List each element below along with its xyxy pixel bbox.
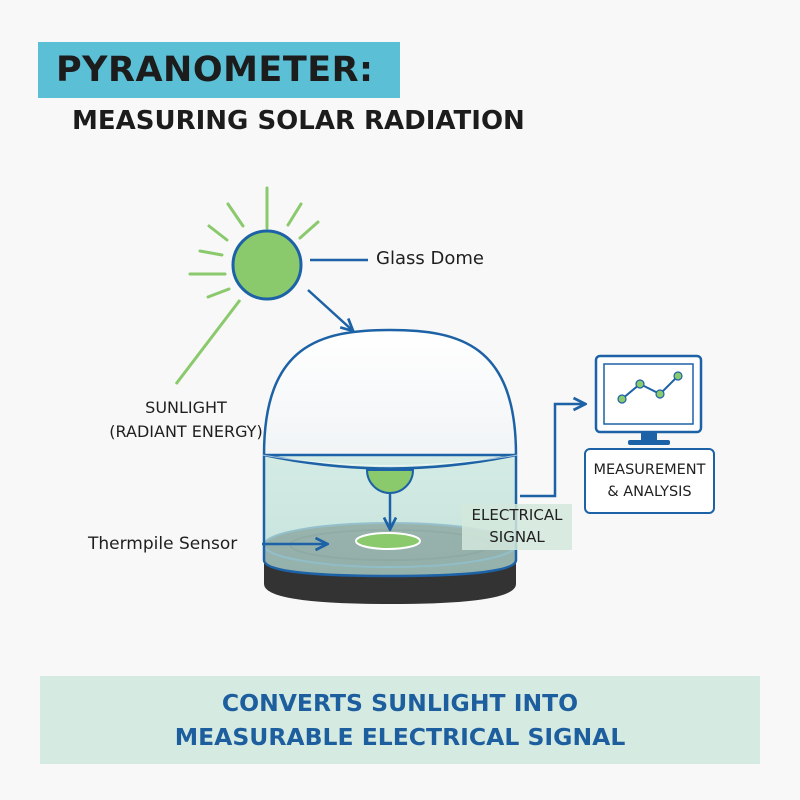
- summary-banner: CONVERTS SUNLIGHT INTO MEASURABLE ELECTR…: [40, 676, 760, 764]
- sun-icon: [231, 229, 303, 301]
- summary-line-2: MEASURABLE ELECTRICAL SIGNAL: [174, 723, 626, 751]
- measurement-line-2: & ANALYSIS: [607, 484, 692, 500]
- measurement-line-1: MEASUREMENT: [593, 462, 706, 478]
- page-title: PYRANOMETER:: [56, 50, 374, 90]
- sunlight-arrow: [307, 289, 352, 330]
- sun-rays: [188, 186, 320, 299]
- glass-dome: [261, 328, 519, 470]
- sunlight-leader-line: [174, 299, 242, 385]
- electrical-signal-line-1: ELECTRICAL: [471, 506, 563, 524]
- sunlight-label: SUNLIGHT (RADIANT ENERGY): [100, 396, 272, 444]
- sensor-bulb: [365, 469, 415, 494]
- title-box: PYRANOMETER:: [38, 42, 400, 98]
- sunlight-label-line-2: (RADIANT ENERGY): [109, 422, 263, 441]
- thermopile-disc: [355, 532, 421, 550]
- sunlight-label-line-1: SUNLIGHT: [145, 398, 227, 417]
- electrical-signal-line-2: SIGNAL: [489, 528, 545, 546]
- signal-path-arrow: [520, 404, 584, 498]
- monitor-icon: [594, 354, 703, 445]
- summary-line-1: CONVERTS SUNLIGHT INTO: [221, 689, 579, 717]
- electrical-signal-label: ELECTRICAL SIGNAL: [462, 504, 572, 550]
- page-subtitle: MEASURING SOLAR RADIATION: [72, 106, 525, 136]
- measurement-analysis-box: MEASUREMENT & ANALYSIS: [584, 448, 715, 514]
- thermopile-label: Thermpile Sensor: [88, 534, 238, 554]
- glass-dome-label: Glass Dome: [376, 248, 484, 269]
